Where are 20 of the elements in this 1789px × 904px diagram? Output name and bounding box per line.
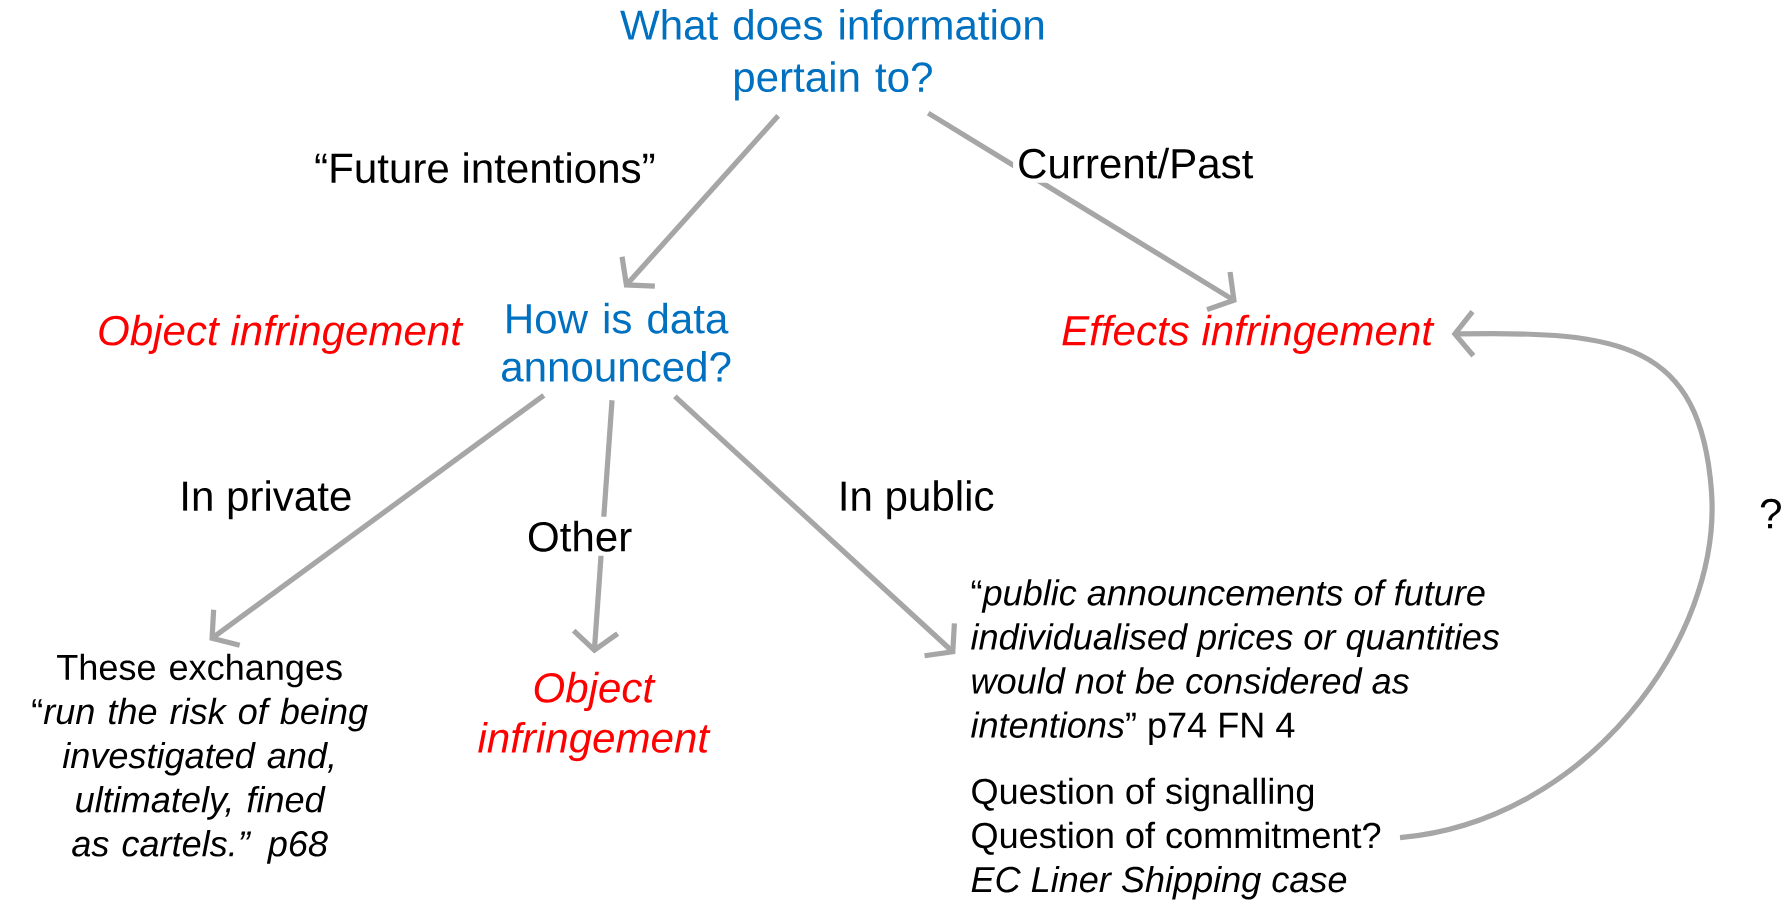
edge-label: “Future intentions”: [310, 148, 660, 188]
edge-label: ?: [1755, 494, 1787, 533]
arrow: [1399, 310, 1715, 841]
outcome-text: Effects infringement: [1062, 314, 1435, 355]
outcome-text: Object infringement: [99, 314, 464, 355]
edge-label: In private: [175, 476, 357, 524]
note-text: Question of signalling Question of commitment? EC Liner Shipping case: [971, 777, 1381, 900]
arrow: [619, 114, 781, 289]
arrow: [209, 393, 546, 649]
quote-text: These exchanges “run the risk of being investigated and, ultimately, fined as cartels.” p68: [32, 653, 368, 864]
question-text: What does information pertain to?: [620, 9, 1043, 101]
outcome-text: Object infringement: [478, 672, 711, 762]
arrow: [673, 394, 957, 659]
edge-label: Current/Past: [1013, 143, 1258, 183]
arrow: [571, 400, 620, 654]
question-text: How is data announced?: [502, 302, 731, 382]
edge-label: In public: [833, 476, 999, 524]
edge-label: Other: [522, 516, 637, 556]
quote-text: “public announcements of future individualised prices or quantities would not be considered as intentions” p74 FN 4: [971, 579, 1500, 746]
arrow: [926, 111, 1237, 313]
